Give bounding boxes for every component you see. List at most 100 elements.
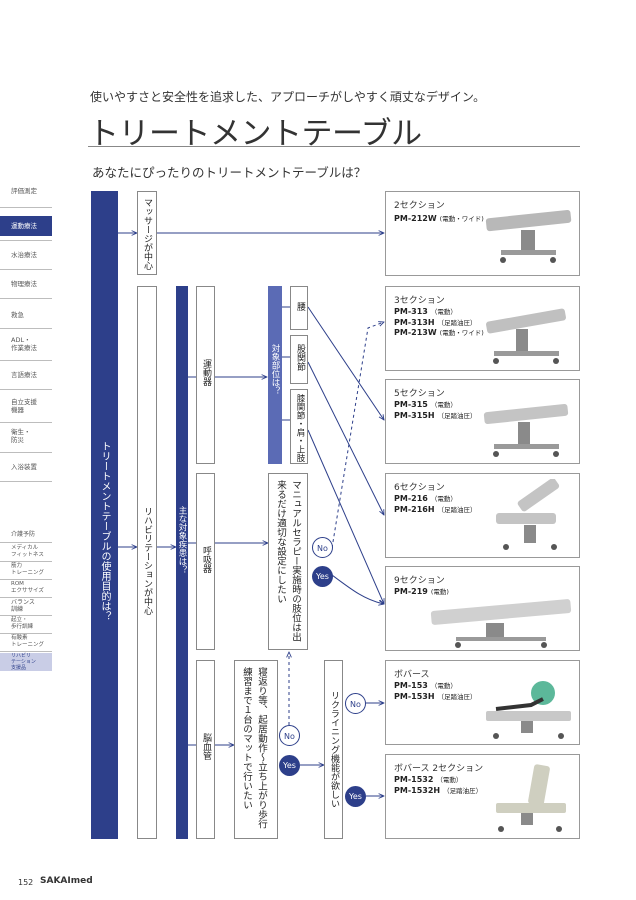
model-name: PM-313H <box>394 317 435 327</box>
table-image <box>486 681 571 739</box>
product-models: PM-212W(電動・ワイド) <box>394 214 484 225</box>
page-number: 152 <box>18 878 34 887</box>
target-area-label: 対象部位は？ <box>270 344 280 395</box>
sidebar-divider <box>0 481 52 482</box>
sidebar-subitem-aerobic[interactable]: 有酸素 トレーニング <box>11 635 45 648</box>
sidebar-divider <box>0 615 52 616</box>
main-target-bar: 主な対象疾患は？ <box>176 286 188 839</box>
rehab-label: リハビリテーションが中心 <box>142 507 152 615</box>
sidebar-item-bathing[interactable]: 入浴装置 <box>11 463 37 471</box>
no-badge-recline: No <box>345 693 366 714</box>
mat-question-box: 寝返り等、起居動作～立ち上がり歩行練習まで１台のマットで行いたい <box>234 660 278 839</box>
no-badge-mat: No <box>279 725 300 746</box>
sidebar-divider <box>0 561 52 562</box>
sidebar-subitem-fitness[interactable]: メディカル フィットネス <box>11 545 44 558</box>
manual-question-box: マニュアルセラピー実施時の肢位は出来るだけ適切な設定にしたい <box>268 473 308 650</box>
sidebar-divider <box>0 328 52 329</box>
brand-logo: SAKAImed <box>40 876 93 886</box>
product-models: PM-216（電動） PM-216H（足踏油圧） <box>394 494 477 515</box>
model-note: （足踏油圧） <box>437 505 477 514</box>
sidebar-divider <box>0 240 52 241</box>
model-name: PM-153H <box>394 691 435 701</box>
purpose-label: トリートメントテーブルの使用目的は？ <box>99 441 110 621</box>
table-image <box>483 403 569 457</box>
sidebar-subitem-prevention[interactable]: 介護予防 <box>11 531 36 538</box>
sidebar-divider <box>0 651 52 652</box>
cerebro-box: 脳血管 <box>196 660 215 839</box>
model-name: PM-216 <box>394 494 428 503</box>
sidebar-subitem-gait[interactable]: 起立・ 歩行訓練 <box>11 617 34 630</box>
product-models: PM-1532（電動） PM-1532H（足踏油圧） <box>394 775 482 796</box>
main-target-label: 主な対象疾患は？ <box>177 506 187 574</box>
sidebar-divider <box>0 579 52 580</box>
cerebro-label: 脳血管 <box>201 733 211 760</box>
sidebar-divider <box>0 207 52 208</box>
model-note: （電動） <box>436 776 463 784</box>
sidebar-subitem-rehab-support[interactable]: リハビリ テーション 支援品 <box>0 653 52 671</box>
model-note: (電動・ワイド) <box>439 215 484 223</box>
model-note: （足踏油圧） <box>437 411 477 420</box>
model-name: PM-213W <box>394 328 437 337</box>
sidebar-subitem-balance[interactable]: バランス 訓練 <box>11 599 35 613</box>
sidebar-item-hydrotherapy[interactable]: 水治療法 <box>11 251 37 259</box>
sidebar-item-exercise-therapy[interactable]: 運動療法 <box>0 216 52 236</box>
page-subtitle: あなたにぴったりのトリートメントテーブルは？ <box>92 165 367 180</box>
product-models: PM-315（電動） PM-315H（足踏油圧） <box>394 400 477 421</box>
sidebar-divider <box>0 452 52 453</box>
model-note: （電動） <box>430 401 457 409</box>
product-section: 6セクション <box>394 483 445 493</box>
product-card: 3セクション PM-313（電動） PM-313H（足踏油圧） PM-213W(… <box>385 286 580 371</box>
mat-question: 寝返り等、起居動作～立ち上がり歩行練習まで１台のマットで行いたい <box>241 667 267 829</box>
sidebar-item-adl[interactable]: ADL・ 作業療法 <box>11 336 37 352</box>
sidebar-item-speech-therapy[interactable]: 言語療法 <box>11 371 37 379</box>
sidebar-item-physical-therapy[interactable]: 物理療法 <box>11 280 37 288</box>
sidebar-item-hygiene[interactable]: 衛生・ 防災 <box>11 428 31 444</box>
target-area-bar: 対象部位は？ <box>268 286 282 464</box>
sidebar-subitem-strength[interactable]: 筋力 トレーニング <box>11 563 45 576</box>
model-note: (電動) <box>430 588 449 596</box>
sidebar-item-emergency[interactable]: 救急 <box>11 311 24 319</box>
sidebar-item-evaluation[interactable]: 評価測定 <box>11 187 37 195</box>
title-divider <box>88 146 580 147</box>
model-name: PM-315 <box>394 400 428 409</box>
yes-badge-recline: Yes <box>345 786 366 807</box>
yes-badge-mat: Yes <box>279 755 300 776</box>
waist-box: 腰 <box>290 286 308 330</box>
product-models: PM-153（電動） PM-153H（足踏油圧） <box>394 681 477 702</box>
model-name: PM-1532 <box>394 775 434 784</box>
product-section: 9セクション <box>394 576 445 586</box>
manual-question: マニュアルセラピー実施時の肢位は出来るだけ適切な設定にしたい <box>275 480 301 642</box>
product-section: ボバース 2セクション <box>394 764 484 774</box>
model-note: （電動） <box>430 682 457 690</box>
model-name: PM-219 <box>394 587 428 596</box>
sidebar-divider <box>0 389 52 390</box>
no-badge-manual: No <box>312 537 333 558</box>
table-image <box>486 308 566 364</box>
table-image <box>496 479 560 550</box>
motor-box: 運動器 <box>196 286 215 464</box>
table-image <box>496 764 566 832</box>
arrow-no-3section <box>331 322 384 549</box>
model-note: （足踏油圧） <box>437 318 477 327</box>
product-card: ボバース 2セクション PM-1532（電動） PM-1532H（足踏油圧） <box>385 754 580 839</box>
product-models: PM-313（電動） PM-313H（足踏油圧） PM-213W(電動・ワイド) <box>394 307 484 339</box>
recline-question-box: リクライニング機能が欲しい <box>324 660 343 839</box>
model-name: PM-212W <box>394 214 437 223</box>
tagline: 使いやすさと安全性を追求した、アプローチがしやすく頑丈なデザイン。 <box>90 90 486 104</box>
product-card: 2セクション PM-212W(電動・ワイド) <box>385 191 580 276</box>
model-note: （足踏油圧） <box>443 786 483 795</box>
knee-box: 膝関節・肩・上肢 <box>290 389 308 464</box>
rehab-box: リハビリテーションが中心 <box>137 286 157 839</box>
sidebar-divider <box>0 542 52 543</box>
product-section: 2セクション <box>394 201 445 211</box>
model-note: (電動・ワイド) <box>439 329 484 337</box>
model-name: PM-216H <box>394 504 435 514</box>
model-name: PM-313 <box>394 307 428 316</box>
product-models: PM-219(電動) <box>394 587 449 598</box>
sidebar-item-independence[interactable]: 自立支援 機器 <box>11 398 37 414</box>
sidebar-subitem-rom[interactable]: ROM エクササイズ <box>11 581 44 594</box>
motor-label: 運動器 <box>201 359 211 386</box>
model-name: PM-315H <box>394 410 435 420</box>
arrow-hip-6section <box>307 361 384 515</box>
product-section: ボバース <box>394 670 430 680</box>
